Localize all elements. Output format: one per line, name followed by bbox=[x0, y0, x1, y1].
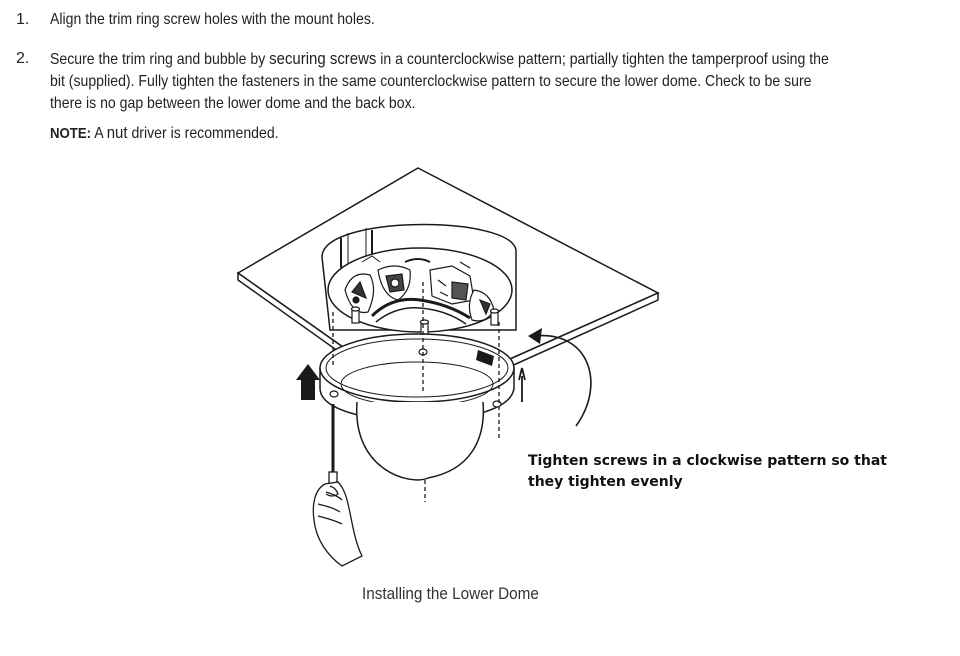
step-2-text-end: in a counterclockwise pattern; partially… bbox=[50, 51, 829, 112]
step-2-number: 2. bbox=[16, 50, 30, 67]
note-text-end: driver is recommended. bbox=[127, 125, 279, 142]
step-2-text-start: Secure the trim ring and bubble by bbox=[50, 51, 270, 68]
trim-ring bbox=[319, 333, 515, 422]
figure-callout: Tighten screws in a clockwise pattern so… bbox=[528, 453, 887, 490]
back-box bbox=[321, 223, 517, 333]
step-2-text: Secure the trim ring and bubble by secur… bbox=[50, 48, 842, 115]
step-1-number: 1. bbox=[16, 11, 30, 28]
small-up-arrow bbox=[518, 367, 526, 402]
hand bbox=[312, 481, 363, 567]
step-2-text-emphasis: securing screws bbox=[269, 49, 377, 68]
figure-caption: Installing the Lower Dome bbox=[362, 584, 539, 603]
screwdriver bbox=[328, 404, 338, 487]
note-text-start: A bbox=[91, 125, 107, 142]
note-text-wide: nut bbox=[106, 123, 128, 142]
alignment-lines bbox=[332, 282, 500, 502]
trim-ring-screw-holes bbox=[329, 348, 502, 408]
mount-screws bbox=[350, 306, 500, 335]
dome-bubble bbox=[356, 401, 485, 481]
note: NOTE: A nut driver is recommended. bbox=[50, 122, 279, 145]
camera-mechanism bbox=[344, 255, 495, 325]
rotation-arrow bbox=[528, 328, 592, 427]
upward-arrows bbox=[296, 364, 526, 402]
step-1-text: Align the trim ring screw holes with the… bbox=[50, 11, 375, 28]
note-label: NOTE: bbox=[50, 125, 92, 142]
